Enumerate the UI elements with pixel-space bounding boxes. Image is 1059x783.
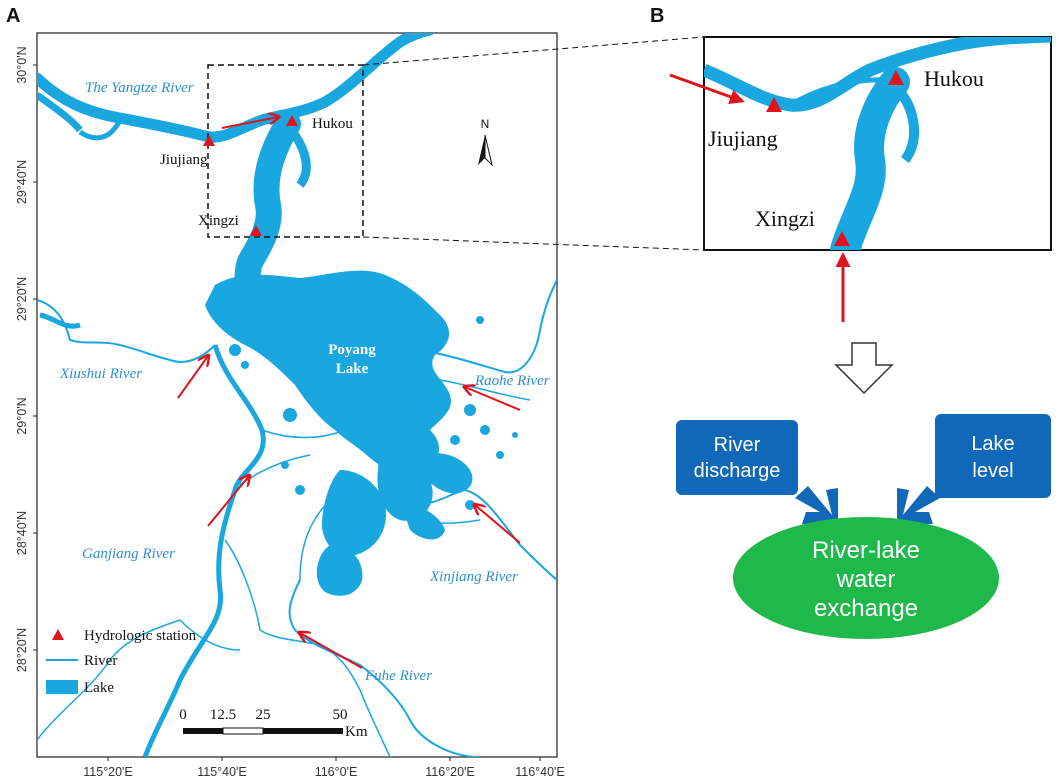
svg-text:0: 0 xyxy=(179,707,187,723)
xinjiang-river xyxy=(409,488,557,581)
legend-station-label: Hydrologic station xyxy=(84,628,197,644)
poyang-lake-body xyxy=(205,270,451,475)
legend-lake-symbol xyxy=(46,680,78,694)
lat-tick: 29°20'N xyxy=(15,277,29,321)
inset-station-hukou xyxy=(888,70,904,85)
lake-level-box xyxy=(935,414,1051,498)
zoom-line-bottom xyxy=(362,236,705,251)
station-label-jiujiang: Jiujiang xyxy=(160,152,208,168)
inset-station-jiujiang xyxy=(766,97,782,112)
exchange-line2: water xyxy=(836,566,896,593)
label-yangtze: The Yangtze River xyxy=(85,80,194,96)
river-discharge-line2: discharge xyxy=(694,460,781,482)
station-label-xingzi: Xingzi xyxy=(198,213,239,229)
lake-name-line1: Poyang xyxy=(328,342,376,358)
raohe-river xyxy=(419,279,557,374)
label-xinjiang: Xinjiang River xyxy=(429,569,518,585)
inset-content xyxy=(704,37,1051,250)
down-arrow-icon xyxy=(834,342,894,395)
lat-tick: 30°0'N xyxy=(15,46,29,83)
svg-text:12.5: 12.5 xyxy=(210,707,236,723)
inset-label-hukou: Hukou xyxy=(924,66,984,91)
label-raohe: Raohe River xyxy=(474,373,550,389)
svg-text:25: 25 xyxy=(256,707,271,723)
lon-tick: 116°20'E xyxy=(425,765,475,779)
lat-tick: 28°20'N xyxy=(15,628,29,672)
north-arrow: N xyxy=(478,117,493,167)
level-arrow-icon xyxy=(897,486,940,524)
map-legend: Hydrologic station River Lake xyxy=(46,628,197,696)
station-marker-hukou xyxy=(286,115,298,126)
panel-label-a: A xyxy=(6,5,20,27)
ganjiang-river xyxy=(142,344,266,757)
svg-text:Km: Km xyxy=(345,724,368,740)
station-label-hukou: Hukou xyxy=(312,116,353,132)
inset-station-xingzi xyxy=(834,231,850,246)
inset-arrow-yangtze xyxy=(669,73,745,104)
zoom-line-top xyxy=(362,36,705,66)
lon-tick: 116°0'E xyxy=(315,765,358,779)
lon-tick: 116°40'E xyxy=(515,765,565,779)
legend-lake-label: Lake xyxy=(84,680,114,696)
station-marker-jiujiang xyxy=(203,135,215,146)
river-discharge-box xyxy=(676,420,798,495)
lat-tick: 29°0'N xyxy=(15,397,29,434)
lake-name-line2: Lake xyxy=(336,361,369,377)
lon-tick: 115°20'E xyxy=(83,765,133,779)
fuhe-river xyxy=(288,579,481,757)
lon-ticks: 115°20'E 115°40'E 116°0'E 116°20'E 116°4… xyxy=(83,757,565,779)
discharge-arrow-icon xyxy=(795,486,838,524)
panel-label-b: B xyxy=(650,5,664,27)
inset-label-xingzi: Xingzi xyxy=(755,206,815,231)
inset-label-jiujiang: Jiujiang xyxy=(708,126,778,151)
lake-level-line2: level xyxy=(972,460,1013,482)
flow-arrows xyxy=(177,117,521,669)
lat-tick: 29°40'N xyxy=(15,160,29,204)
lat-ticks: 30°0'N 29°40'N 29°20'N 29°0'N 28°40'N 28… xyxy=(15,46,37,672)
zoom-box xyxy=(207,64,364,238)
svg-text:N: N xyxy=(481,117,490,131)
map-content xyxy=(37,33,557,757)
scale-bar: 0 12.5 25 50 Km xyxy=(179,707,368,740)
label-fuhe: Fuhe River xyxy=(364,668,432,684)
label-xiushui: Xiushui River xyxy=(59,366,142,382)
legend-river-label: River xyxy=(84,653,117,669)
exchange-line3: exchange xyxy=(814,595,918,622)
station-marker-xingzi xyxy=(250,225,262,236)
lon-tick: 115°40'E xyxy=(197,765,247,779)
river-discharge-line1: River xyxy=(714,434,761,456)
lat-tick: 28°40'N xyxy=(15,511,29,555)
exchange-ellipse xyxy=(733,517,999,639)
exchange-line1: River-lake xyxy=(812,537,920,564)
lake-level-line1: Lake xyxy=(971,433,1014,455)
label-ganjiang: Ganjiang River xyxy=(82,546,175,562)
svg-text:50: 50 xyxy=(333,707,348,723)
legend-station-symbol xyxy=(52,629,64,640)
